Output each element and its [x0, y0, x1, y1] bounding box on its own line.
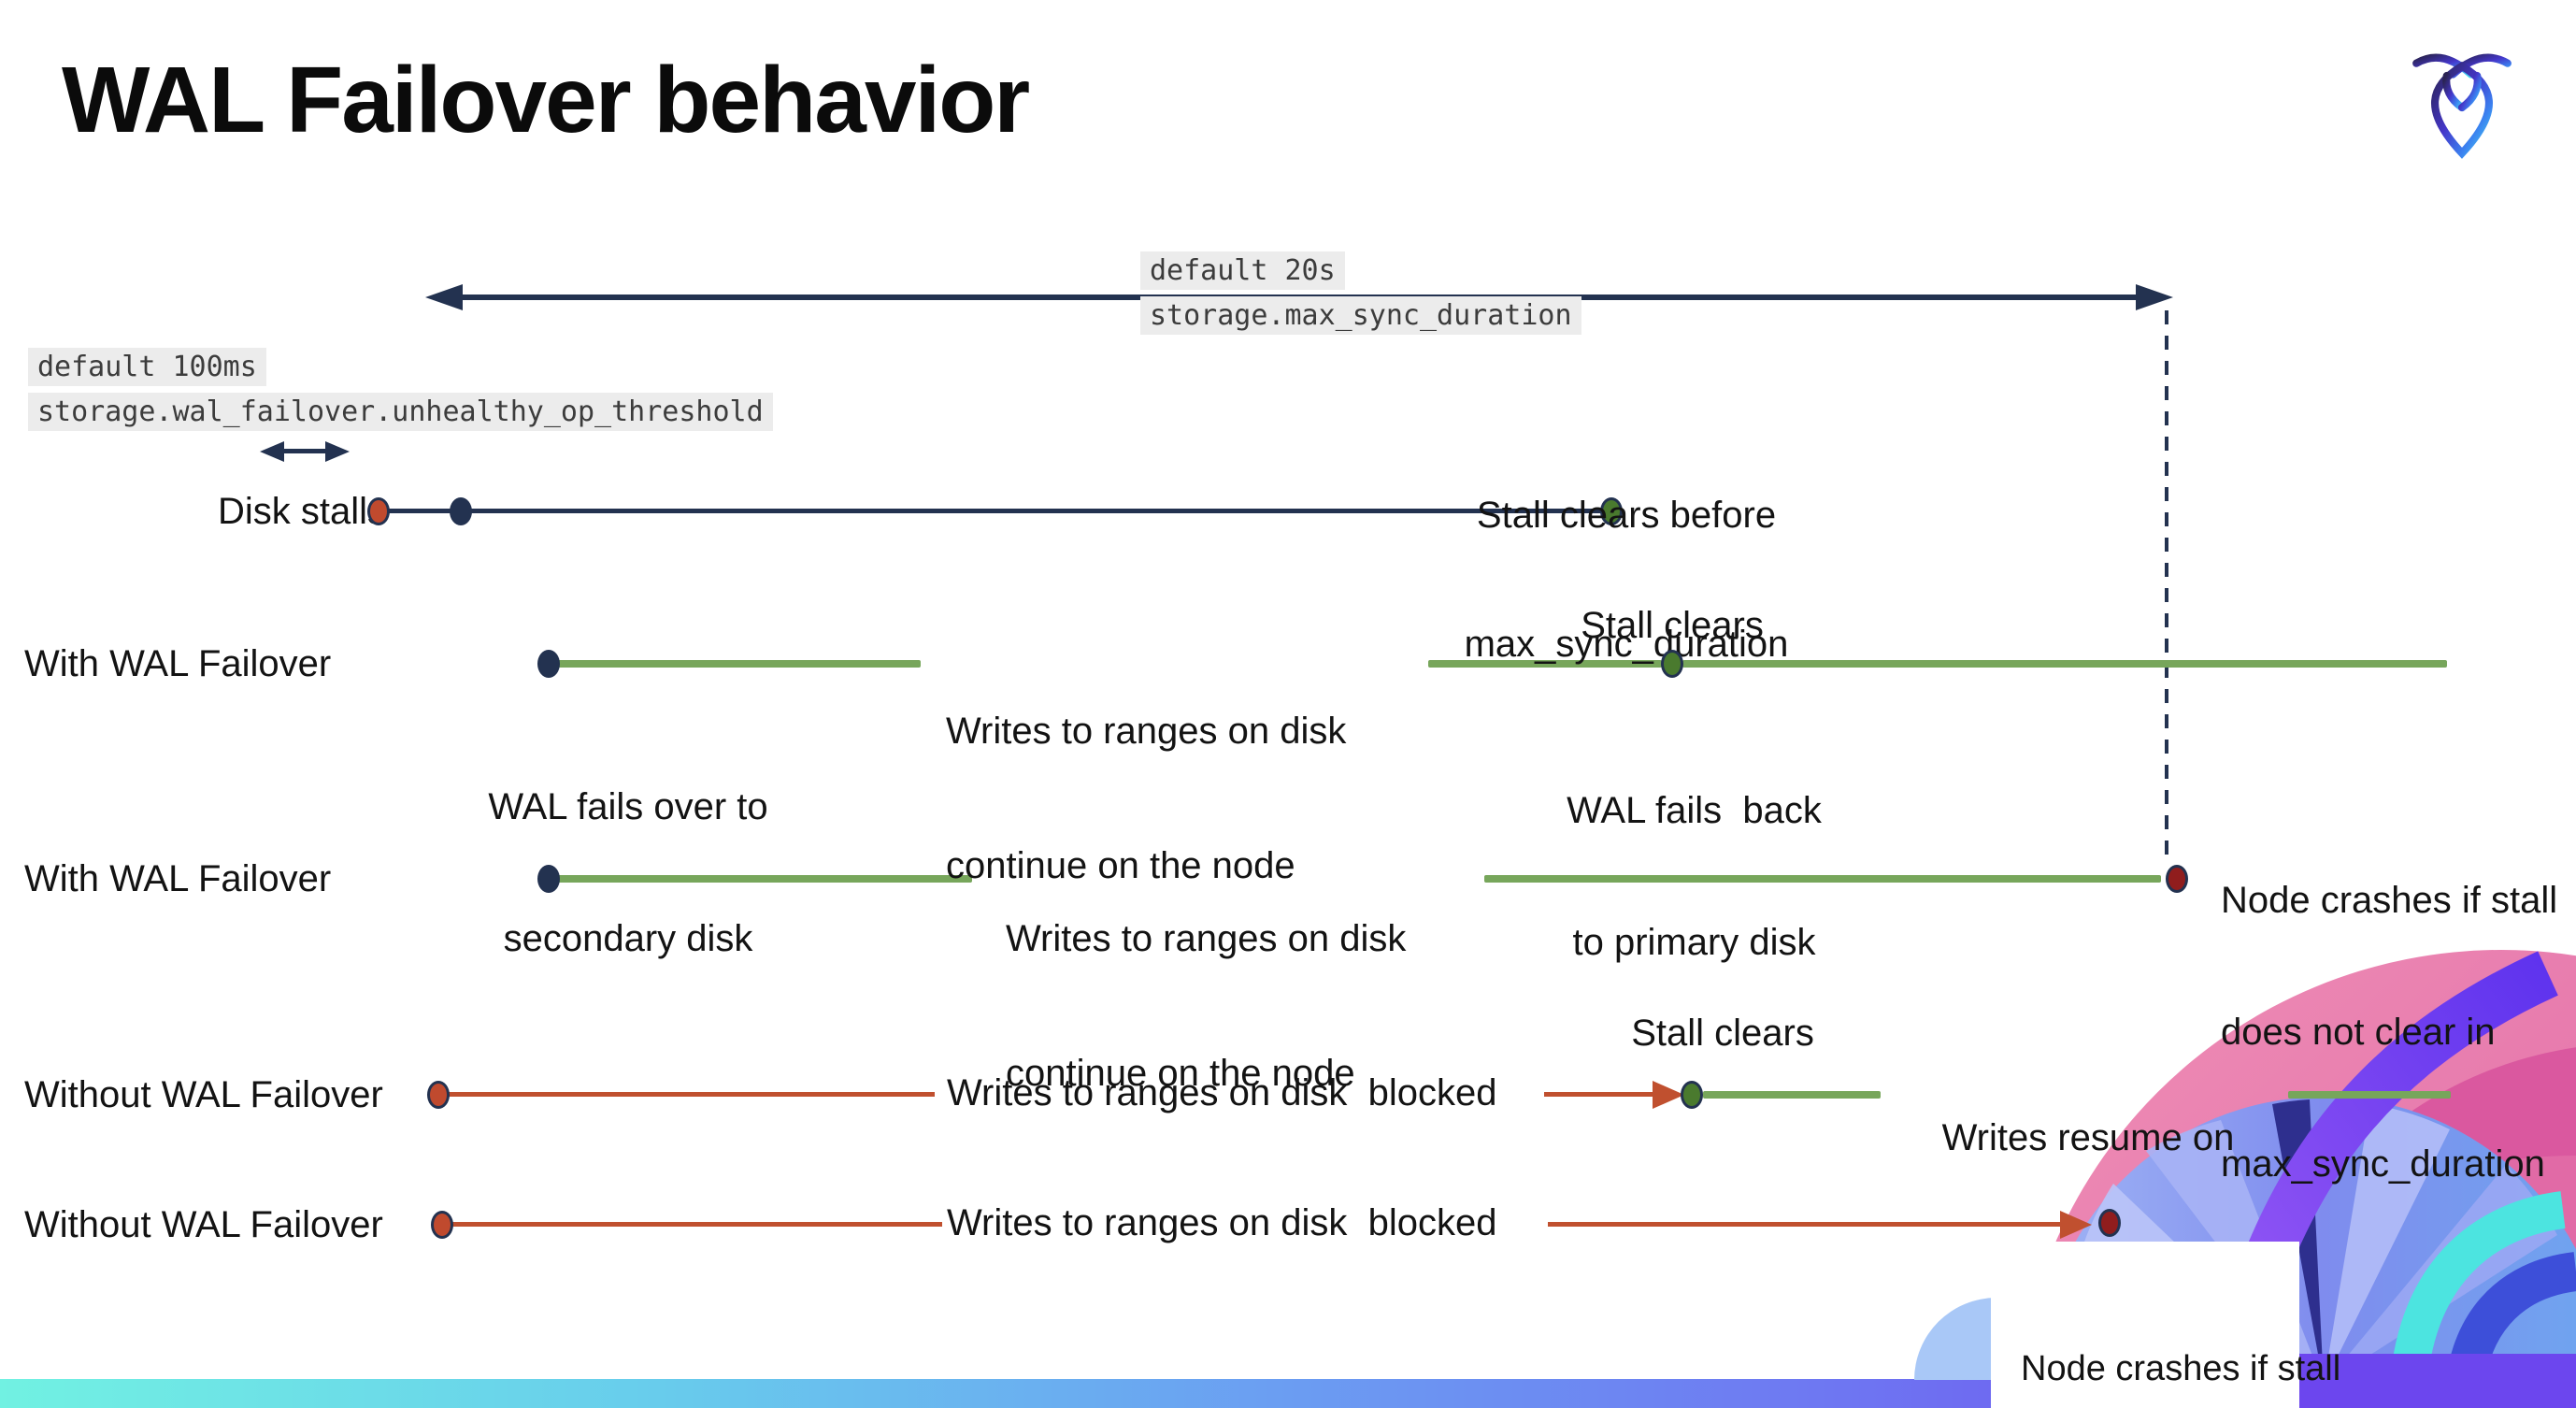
- wal-fails-over-line2: secondary disk: [503, 918, 753, 959]
- row-label-with-wal-failover-2: With WAL Failover: [24, 858, 332, 899]
- page-title: WAL Failover behavior: [62, 48, 1030, 152]
- row-label-disk-stalls: Disk stalls: [218, 491, 387, 532]
- stall-clears-before-line1: Stall clears before: [1476, 495, 1777, 536]
- node-crash-dot-2: [2098, 1209, 2121, 1237]
- wal-fails-back-line2: to primary disk: [1572, 922, 1816, 963]
- writes-continue-2-line2: continue on the node: [1006, 1053, 1355, 1094]
- green-timeline-3a: [1703, 1091, 1881, 1099]
- threshold-arrowhead-right-icon: [325, 441, 350, 462]
- stall-clears-early-dot: [1600, 497, 1623, 525]
- disk-stalls-timeline: [379, 509, 1611, 513]
- writes-continue-1-line2: continue on the node: [946, 845, 1295, 886]
- red-timeline-2a: [452, 1222, 942, 1227]
- writes-resume-line1: Writes resume on: [1941, 1117, 2235, 1158]
- stall-start-dot-1: [427, 1081, 450, 1109]
- green-timeline-2a: [557, 875, 972, 883]
- green-timeline-1a: [557, 660, 921, 668]
- node-crash-dot-1: [2166, 865, 2188, 893]
- failover-start-dot-1: [537, 650, 560, 678]
- writes-continue-note-2: Writes to ranges on disk continue on the…: [1006, 826, 1406, 1185]
- stall-start-dot-2: [431, 1211, 453, 1239]
- row-label-with-wal-failover-1: With WAL Failover: [24, 643, 332, 684]
- green-timeline-1c: [1682, 660, 2447, 668]
- red-arrowhead-2-icon: [2060, 1211, 2092, 1239]
- disk-stall-start-dot: [367, 497, 390, 525]
- green-timeline-3b: [2288, 1091, 2451, 1099]
- red-timeline-1b: [1544, 1092, 1656, 1097]
- writes-continue-2-line1: Writes to ranges on disk: [1006, 918, 1407, 959]
- node-crash-1-line1: Node crashes if stall: [2221, 880, 2558, 921]
- red-arrowhead-1-icon: [1653, 1081, 1684, 1109]
- arrowhead-right-icon: [2136, 284, 2173, 310]
- writes-continue-1-line1: Writes to ranges on disk: [946, 711, 1347, 752]
- max-sync-deadline-dashed-line: [2165, 310, 2168, 866]
- max-sync-default-label: default 20s: [1140, 251, 1345, 290]
- arrowhead-left-icon: [425, 284, 463, 310]
- node-crash-note-2: Node crashes if stall does not clear in …: [2021, 1264, 2340, 1408]
- threshold-reached-dot: [450, 497, 472, 525]
- stall-clears-dot-2: [1681, 1081, 1703, 1109]
- node-crash-1-line2: does not clear in: [2221, 1012, 2496, 1053]
- wal-fails-over-note: WAL fails over to secondary disk: [484, 697, 772, 1049]
- cockroachdb-logo-icon: [2412, 53, 2512, 159]
- threshold-setting-label: storage.wal_failover.unhealthy_op_thresh…: [28, 393, 773, 431]
- green-timeline-1b: [1428, 660, 1662, 668]
- stall-clears-before-line2: max_sync_duration: [1464, 624, 1789, 665]
- stall-clears-label-2: Stall clears: [1631, 1013, 1814, 1054]
- max-sync-setting-label: storage.max_sync_duration: [1140, 296, 1581, 335]
- stall-clears-before-note: Stall clears before max_sync_duration: [1430, 408, 1823, 752]
- threshold-arrow-line: [277, 449, 329, 453]
- wal-fails-back-note: WAL fails back to primary disk: [1552, 701, 1837, 1053]
- stall-clears-dot-1: [1661, 650, 1683, 678]
- row-label-without-wal-failover-2: Without WAL Failover: [24, 1204, 383, 1245]
- writes-continue-note-1: Writes to ranges on disk continue on the…: [946, 619, 1346, 978]
- row-label-without-wal-failover-1: Without WAL Failover: [24, 1074, 383, 1115]
- wal-fails-over-line1: WAL fails over to: [488, 786, 768, 827]
- wal-fails-back-line1: WAL fails back: [1567, 790, 1822, 831]
- node-crash-2-line1: Node crashes if stall: [2021, 1349, 2341, 1388]
- stall-clears-label-1: Stall clears: [1581, 605, 1764, 646]
- node-crash-note-1: Node crashes if stall does not clear in …: [2221, 791, 2557, 1274]
- writes-blocked-note-1: Writes to ranges on disk blocked: [947, 1072, 1497, 1113]
- node-crash-1-line3: max_sync_duration: [2221, 1143, 2545, 1185]
- writes-blocked-note-2: Writes to ranges on disk blocked: [947, 1202, 1497, 1243]
- failover-start-dot-2: [537, 865, 560, 893]
- threshold-default-label: default 100ms: [28, 348, 266, 386]
- red-timeline-1a: [449, 1092, 935, 1097]
- green-timeline-2b: [1484, 875, 2161, 883]
- threshold-arrowhead-left-icon: [260, 441, 284, 462]
- node-crash-note-box: [1991, 1242, 2299, 1408]
- red-timeline-2b: [1548, 1222, 2064, 1227]
